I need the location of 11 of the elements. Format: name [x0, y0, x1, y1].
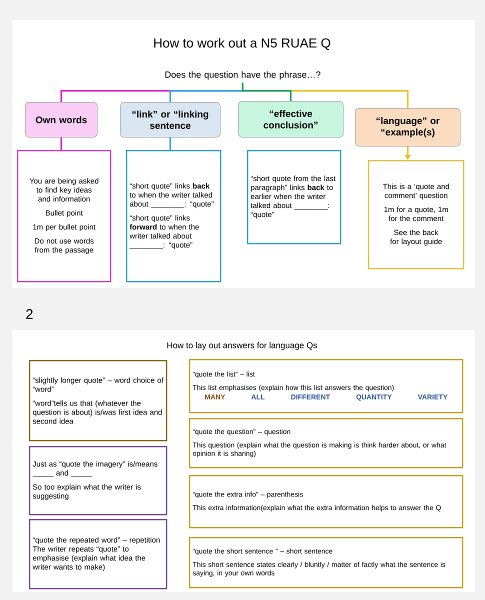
page-number: 2 — [26, 309, 33, 319]
category-box: “language” or “example(s) — [355, 108, 460, 146]
category-box: Own words — [25, 102, 98, 138]
question-text: Does the question have the phrase…? — [165, 71, 320, 80]
connector-line — [169, 138, 172, 150]
connector-line — [60, 138, 62, 150]
category-box: “link” or “linking sentence — [120, 102, 220, 138]
category-box: “effective conclusion” — [238, 101, 344, 138]
connector-line — [242, 82, 292, 101]
slide-title: How to lay out answers for language Qs — [167, 342, 318, 350]
title: How to work out a N5 RUAE Q — [154, 38, 330, 50]
